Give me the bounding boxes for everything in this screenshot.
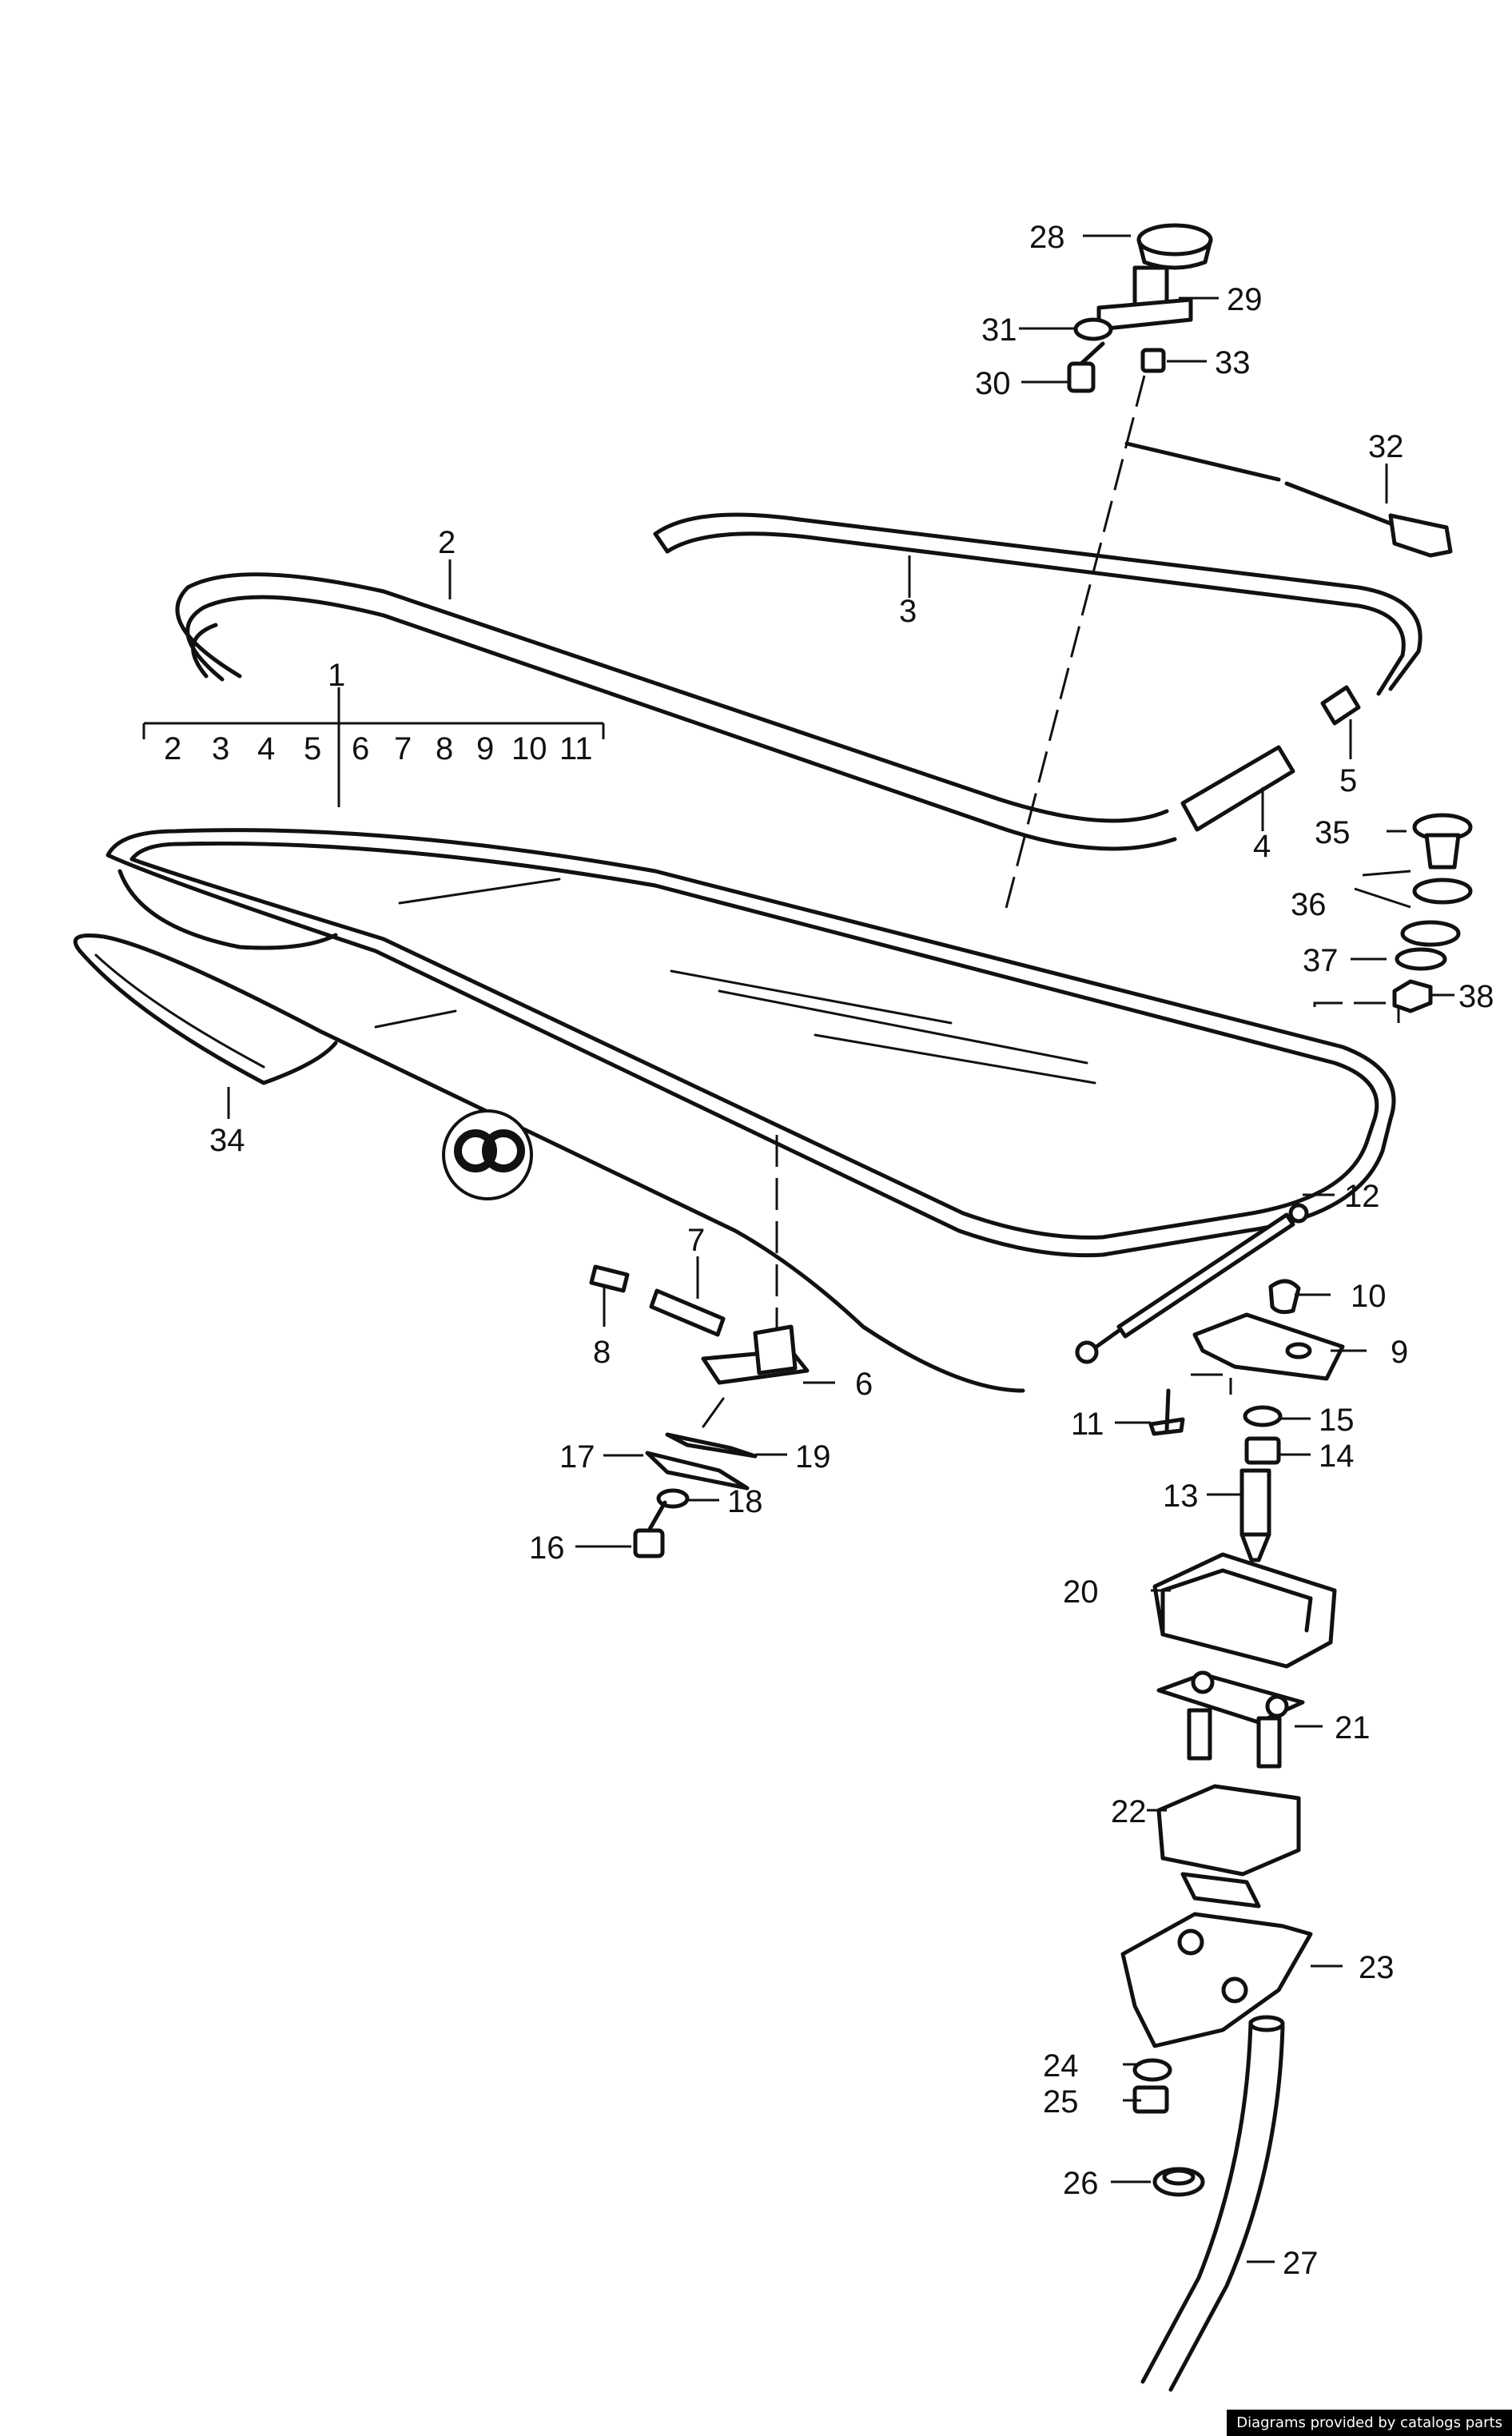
callout-28: 28 [1029,220,1065,255]
callout-22: 22 [1111,1794,1147,1829]
stud-13 [1239,1468,1271,1562]
assembly-line-bolt [1191,1373,1232,1395]
bracket-item: 2 [164,731,181,766]
washer-24 [1132,2058,1172,2082]
tube-4 [1180,745,1295,832]
grommet-26 [1152,2167,1205,2197]
cap-28 [1136,223,1213,270]
bracket-item: 8 [436,731,453,766]
callout-6: 6 [855,1367,873,1402]
callout-29: 29 [1227,282,1263,317]
bracket-item: 11 [559,731,593,766]
callout-19: 19 [795,1439,831,1475]
callout-3: 3 [899,594,917,629]
base-plate-23 [1120,1912,1313,2048]
callout-24: 24 [1043,2048,1079,2084]
seal-2 [175,572,1177,851]
base-29 [1096,265,1193,332]
shim-19 [665,1432,758,1459]
callout-27: 27 [1283,2246,1319,2281]
bracket-item: 10 [511,731,547,766]
callout-13: 13 [1163,1479,1199,1514]
leader-lines [142,234,1454,2263]
bracket-9 [1192,1312,1345,1381]
bushing-8 [589,1264,630,1293]
screw-11 [1148,1388,1185,1436]
seal-34 [73,933,1025,1393]
callout-30: 30 [975,366,1011,401]
callout-37: 37 [1303,943,1339,978]
callout-35: 35 [1315,815,1351,850]
callout-9: 9 [1391,1335,1408,1370]
plate-17 [645,1451,750,1491]
stopper-10 [1268,1279,1301,1315]
gas-strut-12 [1075,1203,1309,1364]
clip-31 [1073,317,1113,341]
watermark-logo [442,1109,533,1200]
tube-5 [1320,685,1361,726]
callout-21: 21 [1335,1710,1371,1745]
bracket-item: 9 [476,731,494,766]
rear-window-1 [105,828,1396,1258]
callout-7: 7 [687,1223,705,1258]
bracket-item: 7 [394,731,412,766]
lock-housing-20 [1152,1552,1337,1669]
callout-26: 26 [1063,2166,1099,2201]
bracket-item: 3 [212,731,229,766]
callout-14: 14 [1319,1439,1355,1474]
screw-30 [1067,341,1105,393]
seal-3 [653,512,1422,696]
latch-22 [1156,1784,1301,1909]
callout-16: 16 [529,1530,565,1566]
callout-17: 17 [559,1439,595,1475]
nut-33 [1140,348,1166,373]
callout-18: 18 [727,1484,763,1519]
callout-labels: 1 2 3 4 5 6 7 8 9 10 11 12 13 14 15 16 1… [164,220,1494,2281]
callout-20: 20 [1063,1574,1099,1610]
callout-11: 11 [1071,1407,1104,1442]
callout-1: 1 [328,658,345,693]
callout-31: 31 [981,312,1017,348]
washer-37 [1395,947,1447,971]
callout-38: 38 [1458,979,1494,1014]
washers-36 [1400,878,1473,947]
callout-12: 12 [1344,1179,1380,1214]
hose-32 [1124,441,1453,558]
callout-8: 8 [593,1335,611,1370]
pin-7 [649,1288,726,1337]
callout-2: 2 [438,525,456,560]
nut-14 [1244,1436,1281,1465]
callout-36: 36 [1291,887,1327,922]
nut-38 [1392,979,1433,1013]
callout-10: 10 [1351,1279,1387,1314]
bracket-item: 5 [304,731,321,766]
callout-4: 4 [1253,829,1271,864]
callout-32: 32 [1368,429,1404,464]
bracket-21 [1156,1670,1305,1769]
bracket-item: 4 [257,731,275,766]
callout-34: 34 [209,1123,245,1158]
bolt-16 [633,1500,667,1558]
callout-25: 25 [1043,2084,1079,2120]
callout-15: 15 [1319,1403,1355,1438]
hinge-assembly-line [702,1397,725,1428]
knob-35 [1412,813,1473,870]
callout-23: 23 [1359,1950,1395,1985]
credit-footer: Diagrams provided by catalogs parts [1227,2410,1512,2436]
assembly-line-antenna [1004,375,1146,912]
washer-15 [1243,1405,1283,1427]
callout-5: 5 [1339,763,1357,798]
bracket-item: 6 [352,731,369,766]
callout-33: 33 [1215,345,1251,380]
assembly-line-latch [1313,1001,1400,1023]
drain-hose-27 [1140,2015,1285,2392]
hinge-6 [701,1324,810,1385]
